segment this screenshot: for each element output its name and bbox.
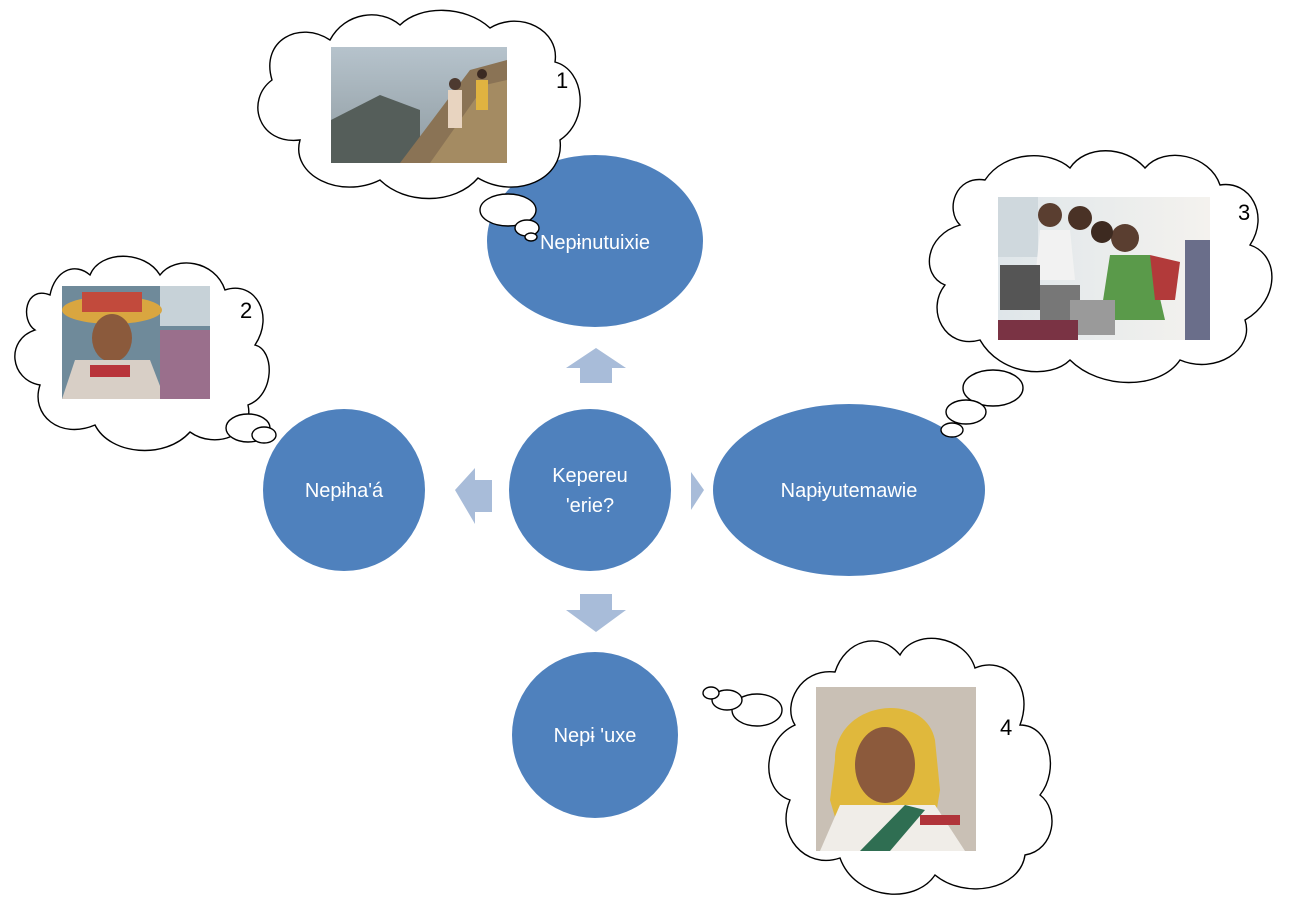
arrow-left xyxy=(455,468,492,524)
photo-2 xyxy=(62,286,210,399)
node-right: Napɨyutemawie xyxy=(713,404,985,576)
center-label-line-1: Kepereu xyxy=(552,465,628,487)
node-bottom-label: Nepɨ 'uxe xyxy=(554,725,637,747)
callout-number-4: 4 xyxy=(1000,715,1012,740)
arrow-right xyxy=(691,472,704,510)
photo-3 xyxy=(998,197,1210,340)
node-left-label: Nepɨha'á xyxy=(305,480,384,502)
node-top-label: Nepɨnutuixie xyxy=(540,232,650,254)
photo-4 xyxy=(816,687,976,851)
arrow-up xyxy=(566,348,626,383)
node-bottom: Nepɨ 'uxe xyxy=(512,652,678,818)
callout-number-1: 1 xyxy=(556,68,568,93)
center-label-line-2: 'erie? xyxy=(566,495,614,517)
center-node: Kepereu 'erie? xyxy=(509,409,671,571)
photo-1 xyxy=(331,47,507,163)
node-right-label: Napɨyutemawie xyxy=(781,480,918,502)
node-top: Nepɨnutuixie xyxy=(487,155,703,327)
arrows xyxy=(455,348,704,632)
node-left: Nepɨha'á xyxy=(263,409,425,571)
callout-number-2: 2 xyxy=(240,298,252,323)
arrow-down xyxy=(566,594,626,632)
callout-number-3: 3 xyxy=(1238,200,1250,225)
